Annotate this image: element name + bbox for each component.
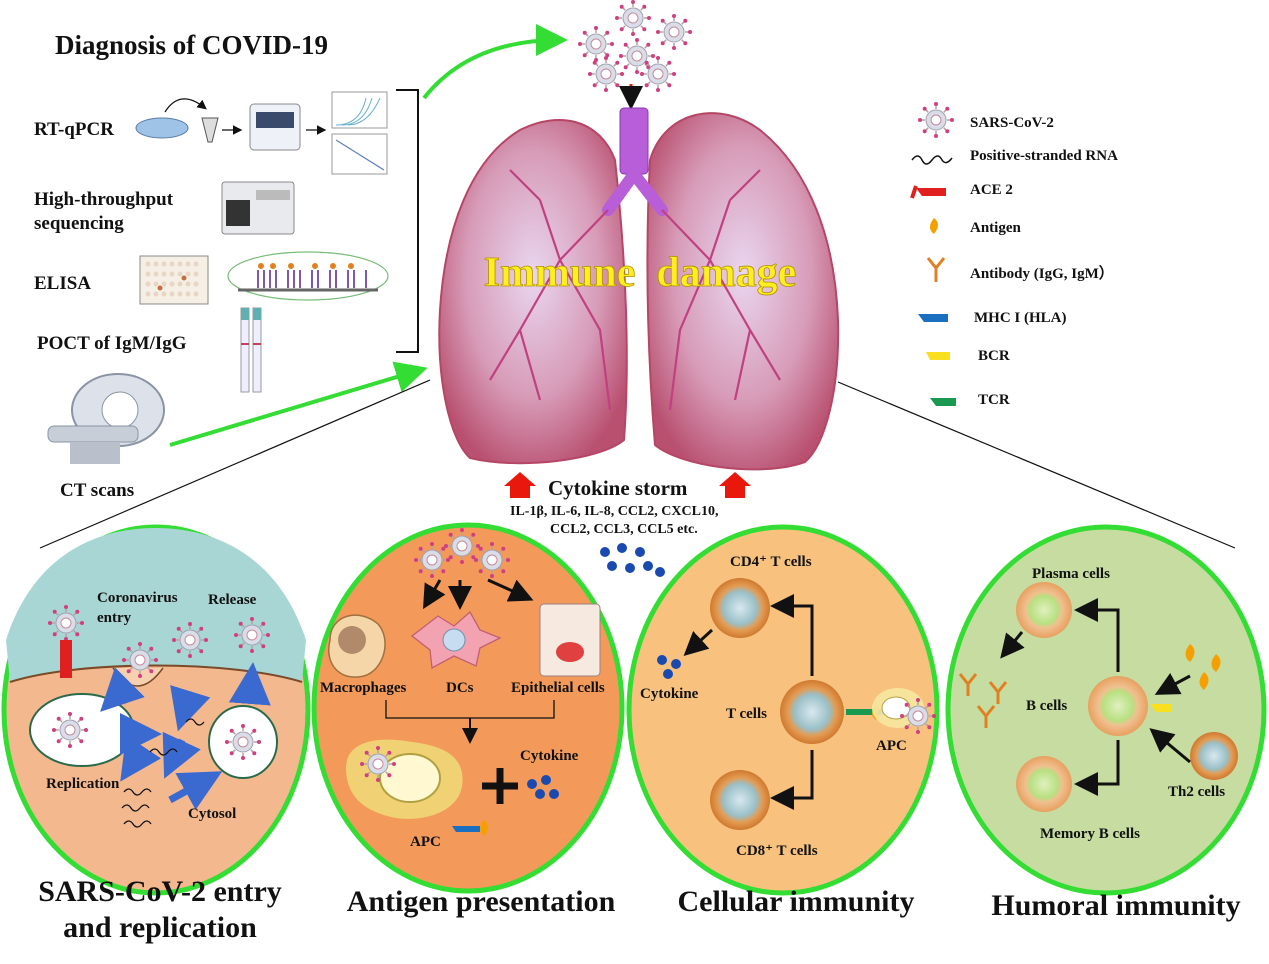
- green-arrow-ct-to-lung: [169, 361, 428, 447]
- label-cytosol: Cytosol: [188, 806, 237, 822]
- legend-bcr: BCR: [978, 348, 1010, 364]
- label-macrophages: Macrophages: [320, 680, 407, 696]
- cytokine-dots: [600, 543, 665, 577]
- legend-icons: [910, 101, 956, 406]
- diagnosis-title: Diagnosis of COVID-19: [55, 30, 329, 60]
- label-cd4-tcells: CD4⁺ T cells: [730, 554, 812, 570]
- legend-antibody: Antibody (IgG, IgM）: [970, 266, 1114, 282]
- label-coronavirus: Coronavirus: [97, 590, 178, 606]
- sequencing-label: High-throughput sequencing: [34, 189, 174, 234]
- virus-cluster: [577, 0, 693, 93]
- panel-cellular-immunity: [626, 524, 940, 896]
- label-tcells: T cells: [726, 706, 767, 722]
- cytokine-list-line1: IL-1β, IL-6, IL-8, CCL2, CXCL10,: [510, 504, 719, 519]
- panel-entry-replication: [1, 524, 311, 896]
- rtqpcr-illustration: [135, 91, 388, 175]
- diagnosis-bracket: [396, 89, 419, 353]
- panel-entry-title: SARS-CoV-2 entry and replication: [10, 874, 310, 946]
- legend-antigen: Antigen: [970, 220, 1021, 236]
- ct-scanner-illustration: [47, 373, 165, 464]
- connector-line-right: [837, 381, 1236, 549]
- label-epithelial-cells: Epithelial cells: [511, 680, 605, 696]
- label-apc-cellular: APC: [876, 738, 907, 754]
- ct-scans-label: CT scans: [60, 480, 135, 501]
- elisa-label: ELISA: [34, 273, 92, 294]
- panel-entry-title-line1: SARS-CoV-2 entry: [38, 875, 282, 908]
- label-cytokine-antigen: Cytokine: [520, 748, 579, 764]
- lungs-illustration: [438, 107, 840, 471]
- legend-tcr: TCR: [978, 392, 1010, 408]
- poct-label: POCT of IgM/IgG: [37, 333, 187, 354]
- label-entry: entry: [97, 610, 132, 626]
- label-release: Release: [208, 592, 257, 608]
- rtqpcr-label: RT-qPCR: [34, 119, 114, 140]
- label-memory-bcells: Memory B cells: [1040, 826, 1140, 842]
- cytokine-list-line2: CCL2, CCL3, CCL5 etc.: [550, 522, 698, 537]
- label-bcells: B cells: [1026, 698, 1068, 714]
- cytokine-up-arrow-right: [719, 472, 751, 498]
- panel-humoral-immunity: [945, 524, 1267, 896]
- immune-damage-label: Immune damage: [484, 250, 797, 296]
- label-dcs: DCs: [446, 680, 474, 696]
- sequencer-illustration: [221, 181, 295, 235]
- label-plasma-cells: Plasma cells: [1032, 566, 1110, 582]
- connector-line-left: [39, 379, 431, 549]
- label-cytokine-cellular: Cytokine: [640, 686, 699, 702]
- cytokine-up-arrow-left: [504, 472, 536, 498]
- legend-mhc: MHC I (HLA): [974, 310, 1067, 326]
- panel-cellular-title: Cellular immunity: [677, 885, 915, 918]
- panel-humoral-title: Humoral immunity: [991, 889, 1241, 922]
- panel-antigen-presentation: [311, 522, 625, 894]
- label-apc-antigen: APC: [410, 834, 441, 850]
- cytokine-storm-label: Cytokine storm: [548, 476, 688, 500]
- label-cd8-tcells: CD8⁺ T cells: [736, 843, 818, 859]
- elisa-illustration: [139, 251, 389, 305]
- panel-antigen-title: Antigen presentation: [346, 885, 616, 918]
- legend-ace2: ACE 2: [970, 182, 1013, 198]
- green-arrow-to-virus: [422, 24, 568, 100]
- legend-sars-cov-2: SARS-CoV-2: [970, 115, 1054, 131]
- panel-entry-title-line2: and replication: [63, 911, 257, 944]
- poct-strip-illustration: [240, 307, 262, 393]
- label-replication: Replication: [46, 776, 120, 792]
- label-th2-cells: Th2 cells: [1168, 784, 1226, 800]
- legend-rna: Positive-stranded RNA: [970, 148, 1118, 164]
